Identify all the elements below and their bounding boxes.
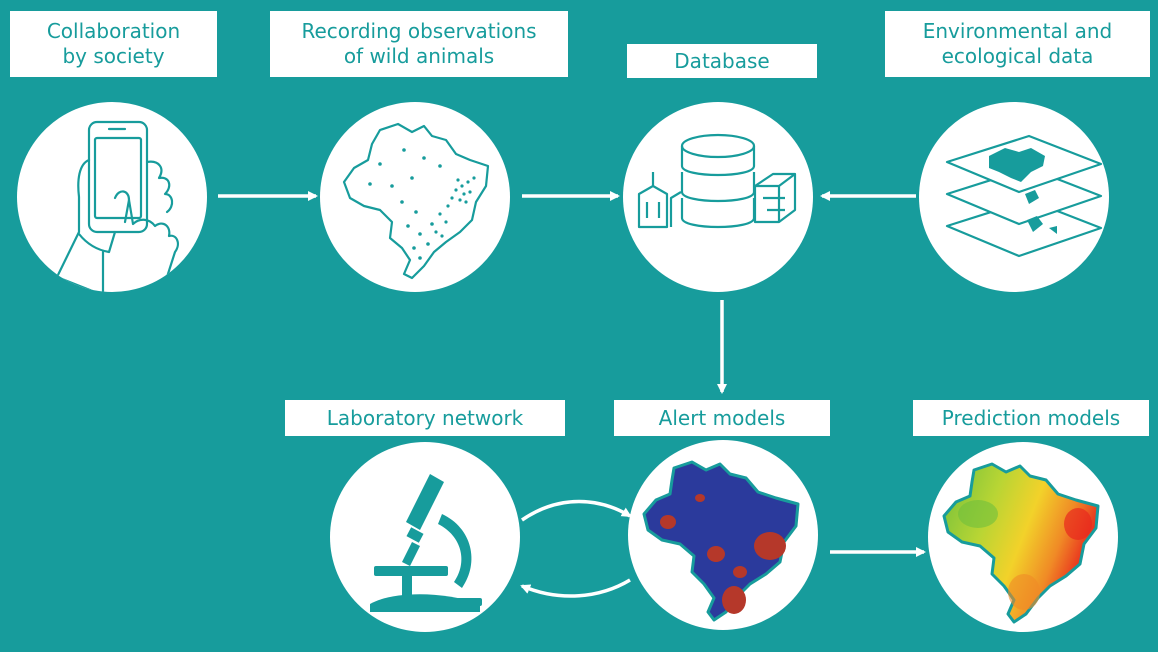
smartphone-hand-icon <box>55 120 179 292</box>
label-collaboration: Collaboration by society <box>10 11 217 77</box>
label-environmental: Environmental and ecological data <box>885 11 1150 77</box>
label-prediction-text: Prediction models <box>941 405 1121 430</box>
node-recording <box>320 102 510 292</box>
node-prediction <box>928 442 1118 632</box>
label-collaboration-line1: Collaboration <box>46 19 181 43</box>
arrow-alert-to-laboratory <box>520 578 631 598</box>
label-database-text: Database <box>674 48 770 73</box>
label-alert: Alert models <box>614 400 830 436</box>
label-recording: Recording observations of wild animals <box>270 11 568 77</box>
label-alert-text: Alert models <box>658 405 786 430</box>
database-icon <box>637 133 797 229</box>
label-laboratory: Laboratory network <box>285 400 565 436</box>
label-database: Database <box>627 44 817 78</box>
label-prediction: Prediction models <box>913 400 1149 436</box>
alert-map-icon <box>642 460 800 622</box>
data-layers-icon <box>945 134 1103 258</box>
node-laboratory <box>330 442 520 632</box>
label-recording-line1: Recording observations <box>301 19 537 43</box>
label-environmental-line2: ecological data <box>941 44 1094 68</box>
label-recording-line2: of wild animals <box>343 44 495 68</box>
arrow-laboratory-to-alert <box>521 499 632 522</box>
microscope-icon <box>370 474 482 612</box>
label-laboratory-text: Laboratory network <box>326 405 524 430</box>
node-environmental <box>919 102 1109 292</box>
prediction-heatmap-icon <box>942 462 1100 624</box>
brazil-points-map-icon <box>342 122 490 280</box>
label-environmental-line1: Environmental and <box>922 19 1113 43</box>
label-collaboration-line2: by society <box>62 44 165 68</box>
node-collaboration <box>17 102 207 292</box>
node-alert <box>628 440 818 630</box>
node-database <box>623 102 813 292</box>
